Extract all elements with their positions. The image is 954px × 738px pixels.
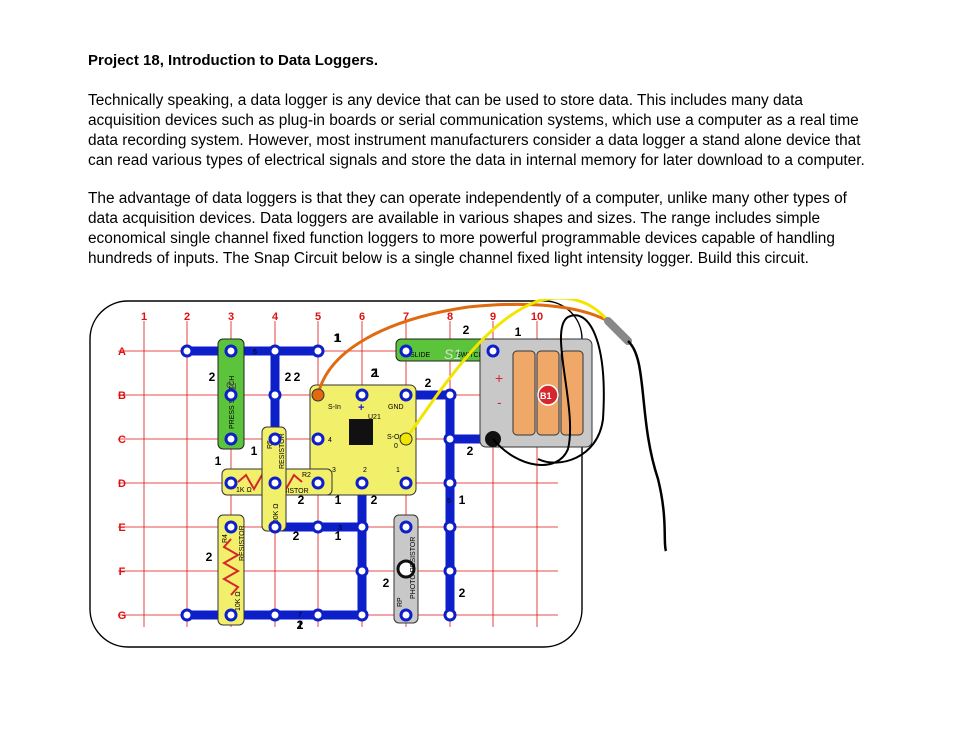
wire-label: 6 bbox=[253, 349, 257, 356]
level-label: 1 bbox=[251, 444, 258, 458]
row-label: D bbox=[118, 478, 126, 490]
level-label: 2 bbox=[209, 370, 216, 384]
r5-value: 100K Ω bbox=[273, 503, 280, 527]
level-label: 2 bbox=[383, 576, 390, 590]
r5-label: RESISTOR bbox=[279, 433, 286, 469]
r2-label: RESISTOR bbox=[273, 488, 309, 495]
level-label: 2 bbox=[371, 366, 378, 380]
level-label: 2 bbox=[298, 493, 305, 507]
yellow-jumper-wire bbox=[404, 299, 610, 440]
orange-jumper-wire bbox=[316, 302, 609, 396]
r2-id: R2 bbox=[302, 472, 311, 479]
r4-label: RESISTOR bbox=[239, 525, 246, 561]
level-label: 1 bbox=[373, 366, 380, 380]
probe-cable bbox=[627, 340, 668, 552]
level-label: 1 bbox=[297, 618, 304, 632]
column-label: 3 bbox=[228, 311, 234, 323]
logger-pin-1: 1 bbox=[396, 467, 400, 474]
logger-id: U21 bbox=[368, 414, 381, 421]
column-label: 6 bbox=[359, 311, 365, 323]
level-label: 1 bbox=[335, 529, 342, 543]
probe-tip bbox=[604, 317, 632, 345]
column-label: 7 bbox=[403, 311, 409, 323]
column-label: 4 bbox=[272, 311, 279, 323]
snap-connectors bbox=[180, 344, 500, 622]
black-lead-wire bbox=[492, 314, 605, 466]
battery-plus: + bbox=[495, 370, 503, 386]
logger-s-out: S-Out bbox=[387, 434, 405, 441]
r2-value: 1K Ω bbox=[236, 487, 252, 494]
level-label: 2 bbox=[463, 323, 470, 337]
level-label: 2 bbox=[371, 493, 378, 507]
logger-s-in: S-In bbox=[328, 404, 341, 411]
logger-pin-2: 2 bbox=[363, 467, 367, 474]
logger-pin-4: 4 bbox=[328, 437, 332, 444]
document-title: Project 18, Introduction to Data Loggers… bbox=[88, 52, 379, 69]
snap-circuit-diagram: 1 2 3 4 5 6 7 8 9 10 A B C D E F G 6 7 3… bbox=[89, 299, 668, 648]
battery-minus: - bbox=[497, 394, 502, 410]
row-label: G bbox=[118, 610, 127, 622]
rp-id: RP bbox=[397, 597, 404, 607]
photo-resistor-rp[interactable]: PHOTO RESISTOR RP bbox=[393, 514, 419, 624]
level-label: 1 bbox=[459, 493, 466, 507]
level-label: 2 bbox=[297, 618, 304, 632]
wire-label: 3 bbox=[338, 525, 342, 532]
level-label: 1 bbox=[335, 493, 342, 507]
level-label: 2 bbox=[294, 370, 301, 384]
column-label: 10 bbox=[531, 311, 543, 323]
press-switch-label: PRESS SWITCH bbox=[229, 376, 236, 429]
logger-zero: 0 bbox=[394, 443, 398, 450]
level-label: 2 bbox=[425, 376, 432, 390]
logger-gnd: GND bbox=[388, 404, 404, 411]
r4-id: R4 bbox=[222, 534, 229, 543]
row-label: C bbox=[118, 434, 126, 446]
slide-switch-label-left: SLIDE bbox=[410, 352, 431, 359]
level-label: 1 bbox=[335, 331, 342, 345]
level-label: 1 bbox=[515, 325, 522, 339]
rp-label: PHOTO RESISTOR bbox=[410, 537, 417, 599]
level-label: 1 bbox=[334, 331, 341, 345]
slide-switch-id: S1 bbox=[444, 346, 461, 362]
wire-label: 7 bbox=[298, 612, 302, 619]
resistor-r4[interactable]: 10K Ω RESISTOR R4 bbox=[217, 514, 246, 626]
row-label: B bbox=[118, 390, 126, 402]
level-label: 2 bbox=[293, 529, 300, 543]
logger-pin-3: 3 bbox=[332, 467, 336, 474]
column-label: 1 bbox=[141, 311, 147, 323]
row-label: E bbox=[118, 522, 125, 534]
column-label: 5 bbox=[315, 311, 321, 323]
column-label: 9 bbox=[490, 311, 496, 323]
paragraph-advantages: The advantage of data loggers is that th… bbox=[88, 190, 847, 267]
row-label: A bbox=[118, 346, 126, 358]
level-label: 2 bbox=[206, 550, 213, 564]
logger-plus: + bbox=[358, 402, 364, 414]
data-logger-u21[interactable]: S-In GND + U21 S-Out 0 4 3 2 1 bbox=[309, 384, 417, 496]
level-label: 2 bbox=[285, 370, 292, 384]
r4-value: 10K Ω bbox=[235, 591, 242, 611]
paragraph-definition: Technically speaking, a data logger is a… bbox=[88, 92, 865, 169]
r5-id: R5 bbox=[267, 440, 274, 449]
level-label: 2 bbox=[467, 444, 474, 458]
wire-label: 5 bbox=[447, 498, 451, 505]
column-label: 8 bbox=[447, 311, 453, 323]
battery-id: B1 bbox=[540, 391, 552, 401]
row-label: F bbox=[119, 566, 126, 578]
level-label: 2 bbox=[459, 586, 466, 600]
level-label: 1 bbox=[215, 454, 222, 468]
column-label: 2 bbox=[184, 311, 190, 323]
